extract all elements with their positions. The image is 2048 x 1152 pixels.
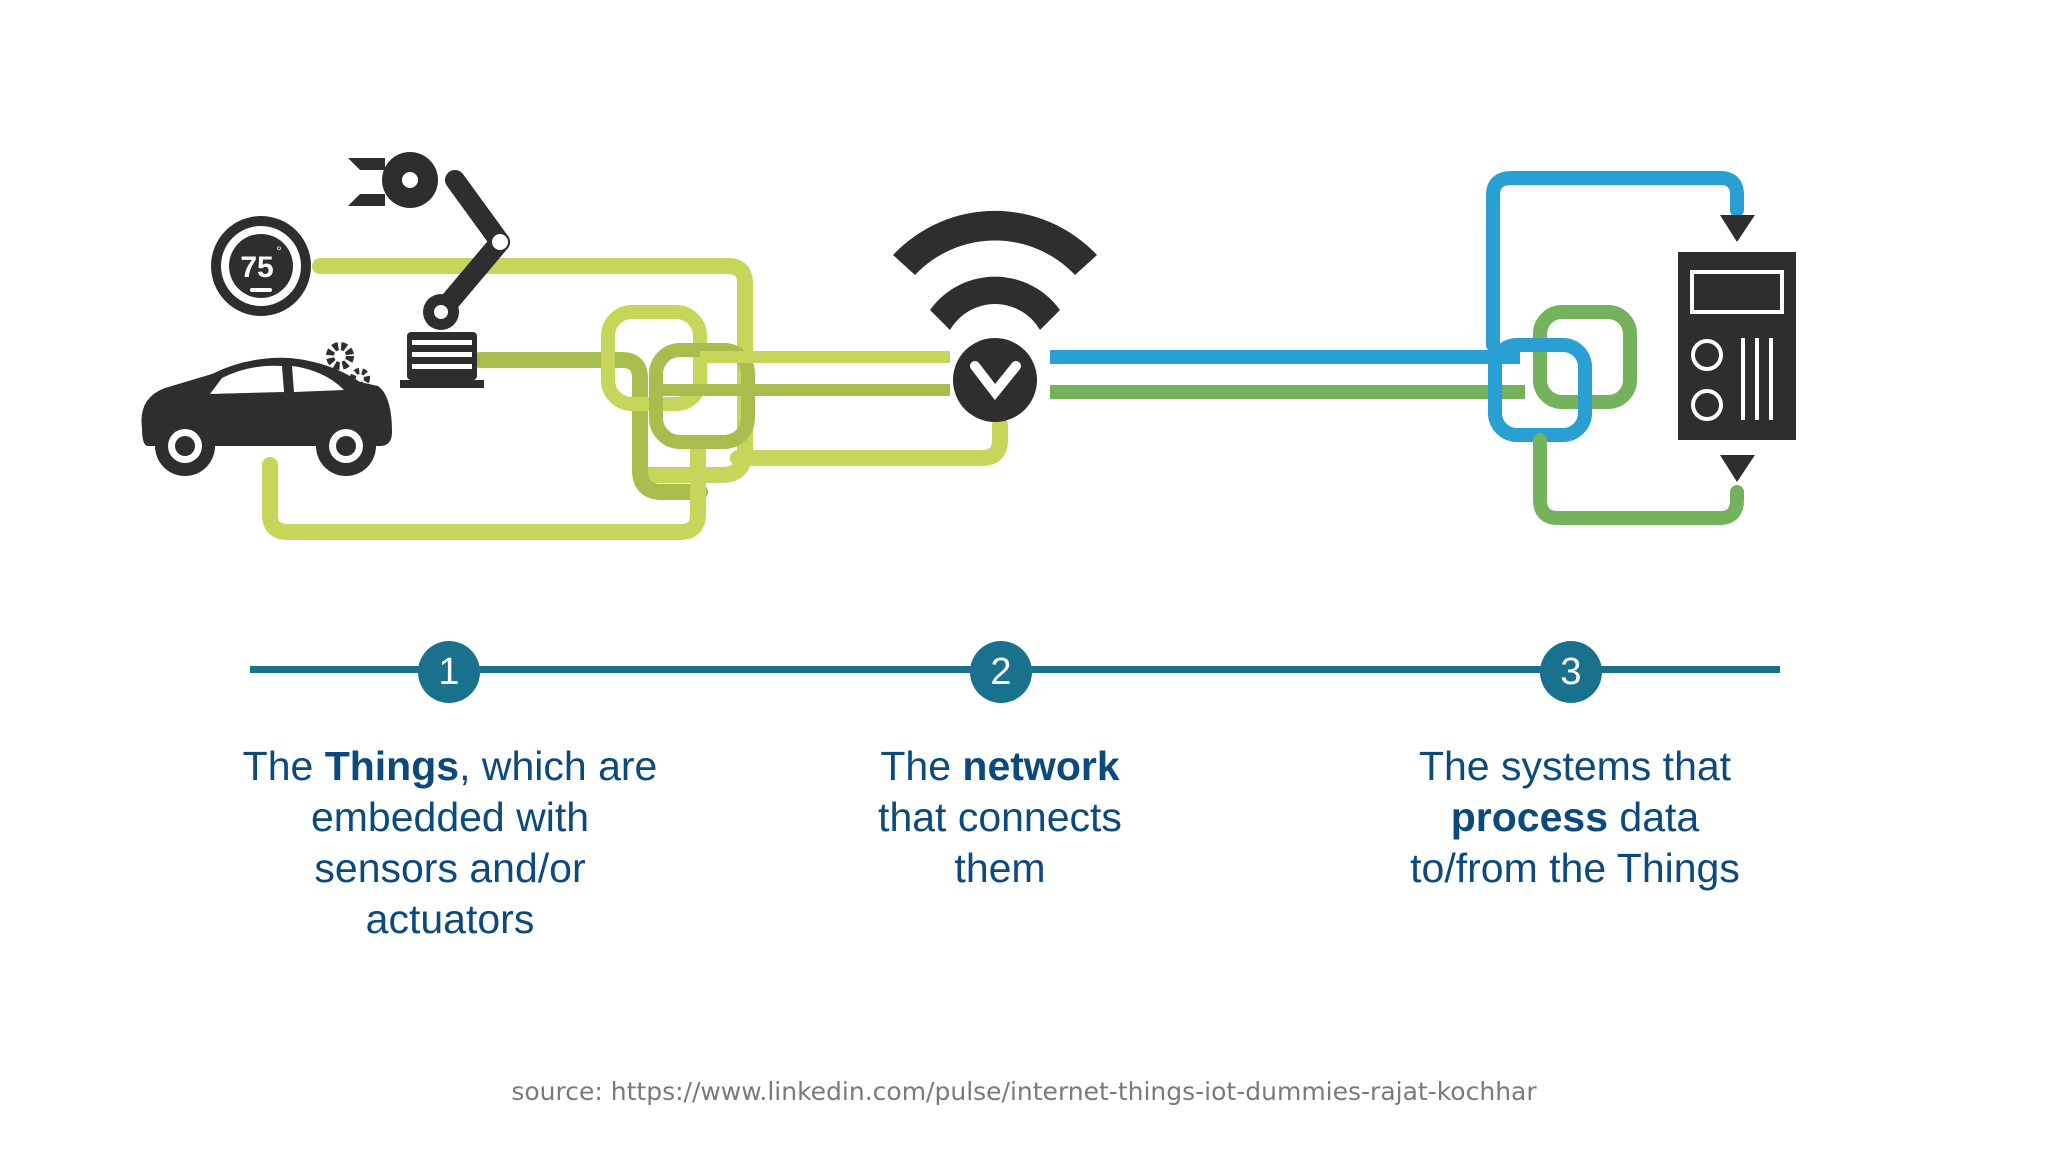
step-text-bold: network bbox=[962, 743, 1120, 789]
wire-robot-arm bbox=[472, 352, 708, 500]
arrow-down-icon bbox=[1720, 215, 1755, 242]
step-text-post: data to/from the Things bbox=[1410, 794, 1740, 891]
wifi-router-icon bbox=[893, 210, 1097, 422]
thermostat-reading: 75 bbox=[240, 251, 273, 284]
step-description-network: The network that connects them bbox=[850, 741, 1150, 894]
server-icon bbox=[1678, 252, 1796, 440]
step-number-2: 2 bbox=[970, 641, 1032, 703]
arrow-down-icon bbox=[1720, 455, 1755, 482]
step-number-3: 3 bbox=[1540, 641, 1602, 703]
step-description-things: The Things, which are embedded with sens… bbox=[240, 741, 660, 945]
step-text-post: that connects them bbox=[878, 794, 1122, 891]
chain-link-systems bbox=[1488, 305, 1637, 442]
step-text-bold: process bbox=[1450, 794, 1609, 840]
thermostat-icon: 75 ° bbox=[211, 216, 311, 316]
wire-car bbox=[262, 437, 706, 540]
step-description-systems: The systems that process data to/from th… bbox=[1390, 741, 1760, 894]
thermostat-unit: ° bbox=[276, 243, 282, 259]
step-text-pre: The systems that bbox=[1418, 743, 1732, 789]
source-citation: source: https://www.linkedin.com/pulse/i… bbox=[511, 1077, 1537, 1106]
car-icon bbox=[141, 357, 392, 476]
chain-link-things bbox=[601, 305, 755, 449]
step-text-bold: Things bbox=[324, 743, 460, 789]
step-text-pre: The bbox=[242, 743, 325, 789]
step-text-pre: The bbox=[880, 743, 963, 789]
wire-to-server-blue bbox=[1486, 171, 1744, 352]
step-number-1: 1 bbox=[418, 641, 480, 703]
wire-return bbox=[730, 417, 1008, 466]
step-text-post: , which are embedded with sensors and/or… bbox=[310, 743, 658, 942]
robot-arm-icon bbox=[348, 152, 510, 388]
wire-from-server-green bbox=[1533, 433, 1744, 525]
